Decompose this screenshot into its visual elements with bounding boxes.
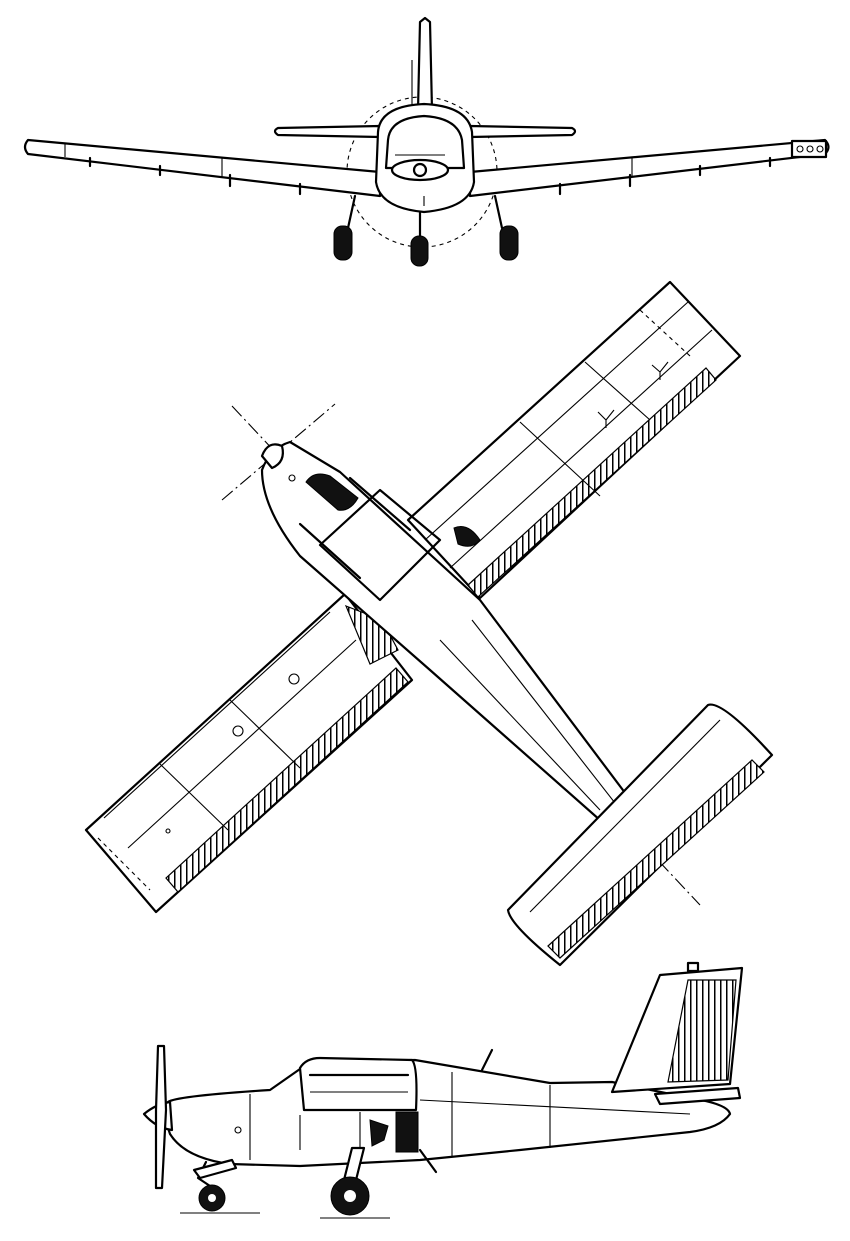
upper-right-wing bbox=[406, 280, 742, 600]
canopy bbox=[318, 488, 442, 602]
antenna bbox=[480, 1048, 494, 1072]
right-wing bbox=[468, 138, 830, 198]
right-wheel bbox=[499, 225, 519, 261]
left-wing bbox=[23, 138, 382, 198]
lower-left-wing bbox=[84, 592, 414, 914]
windshield bbox=[384, 114, 466, 170]
pilot-figure bbox=[369, 1119, 389, 1147]
horizontal-tail bbox=[506, 703, 774, 967]
nav-light bbox=[790, 139, 828, 159]
canopy-side bbox=[298, 1056, 418, 1112]
rudder bbox=[667, 979, 737, 1083]
front-view bbox=[0, 0, 850, 285]
nose-wheel bbox=[410, 235, 429, 267]
propeller-side bbox=[154, 1044, 168, 1190]
spinner-plan bbox=[260, 443, 284, 470]
exhaust bbox=[305, 473, 359, 511]
fuselage-front bbox=[374, 102, 476, 214]
left-wheel bbox=[333, 225, 353, 261]
tailplane-side bbox=[653, 1086, 742, 1106]
side-view-drawing bbox=[142, 961, 744, 1219]
vertical-fin bbox=[416, 16, 434, 112]
left-gear-leg bbox=[346, 194, 357, 230]
left-tailplane bbox=[273, 124, 382, 139]
plan-view-drawing bbox=[84, 280, 774, 967]
instrument-panel bbox=[395, 1111, 419, 1153]
plan-view bbox=[0, 270, 850, 980]
front-view-drawing bbox=[23, 16, 830, 267]
side-view bbox=[0, 955, 850, 1241]
right-tailplane bbox=[468, 124, 577, 139]
right-gear-leg bbox=[493, 194, 504, 230]
